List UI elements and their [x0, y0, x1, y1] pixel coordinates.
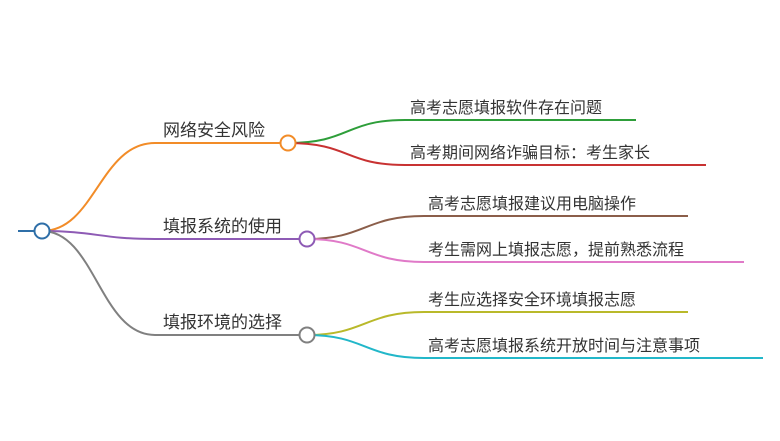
branch-label-environment[interactable]: 填报环境的选择 [163, 313, 282, 333]
connector-leaf-3-1 [306, 311, 688, 336]
leaf-label-open-time-notes[interactable]: 高考志愿填报系统开放时间与注意事项 [428, 336, 700, 355]
branch-node-1[interactable] [279, 134, 297, 152]
connector-branch-2 [41, 230, 307, 240]
connector-leaf-3-2 [306, 334, 763, 359]
connector-branch-1 [41, 142, 288, 232]
connector-leaf-2-2 [306, 238, 744, 263]
branch-label-network-risk[interactable]: 网络安全风险 [163, 121, 265, 141]
connector-leaf-1-2 [287, 142, 706, 166]
leaf-label-fraud-target[interactable]: 高考期间网络诈骗目标：考生家长 [410, 143, 650, 162]
root-node[interactable] [33, 222, 51, 240]
connector-branch-3 [41, 230, 307, 336]
leaf-label-safe-environment[interactable]: 考生应选择安全环境填报志愿 [428, 290, 636, 309]
branch-node-2[interactable] [298, 230, 316, 248]
leaf-label-use-computer[interactable]: 高考志愿填报建议用电脑操作 [428, 194, 636, 213]
connector-leaf-1-1 [287, 119, 636, 144]
leaf-label-software-issues[interactable]: 高考志愿填报软件存在问题 [410, 98, 602, 117]
connector-leaf-2-1 [306, 215, 688, 240]
leaf-label-familiarize-process[interactable]: 考生需网上填报志愿，提前熟悉流程 [428, 240, 684, 259]
branch-label-system-use[interactable]: 填报系统的使用 [163, 216, 282, 237]
branch-node-3[interactable] [298, 326, 316, 344]
